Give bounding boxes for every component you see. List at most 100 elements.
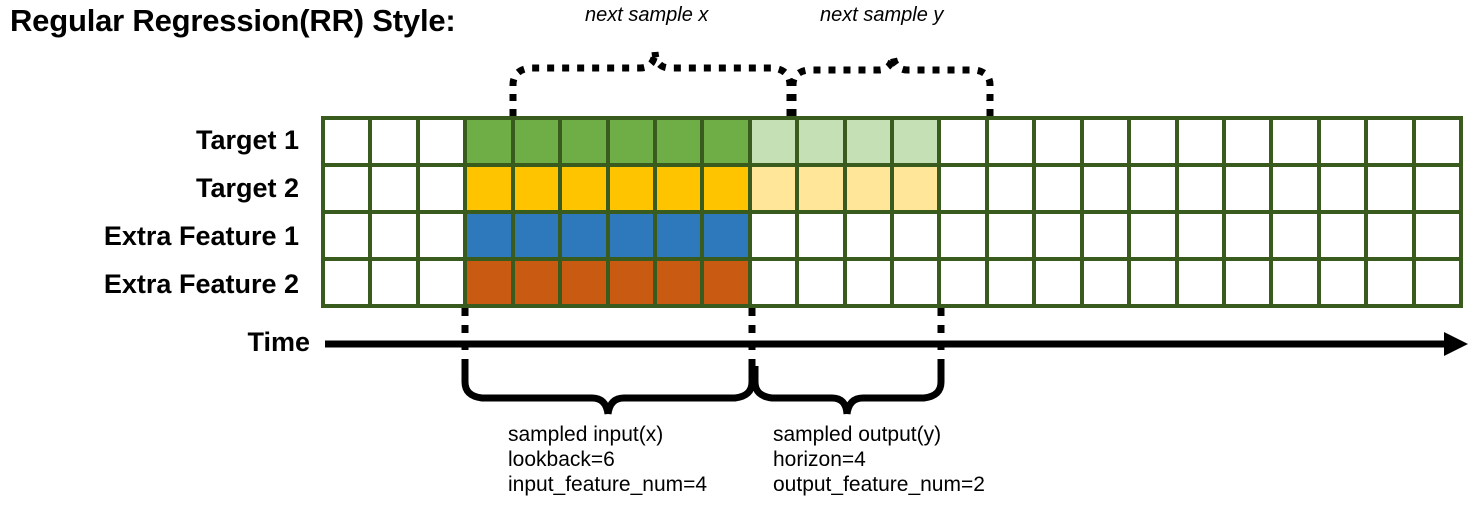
caption-output-line-3: output_feature_num=2 [773, 473, 985, 496]
grid-cell-extra-feature-1-col-21 [1320, 214, 1365, 257]
grid-cell-extra-feature-1-col-2 [419, 214, 464, 257]
grid-cell-extra-feature-1-col-18 [1178, 214, 1222, 257]
grid-cell-target-2-col-9 [751, 167, 796, 210]
grid-cell-extra-feature-1-col-9 [751, 214, 796, 257]
grid-cell-extra-feature-2-col-20 [1273, 261, 1317, 304]
caption-sampled-input: sampled input(x) lookback=6 input_featur… [508, 422, 707, 497]
grid-cell-target-2-col-22 [1368, 167, 1412, 210]
grid-cell-target-1-col-20 [1273, 120, 1317, 163]
grid-cell-target-1-col-22 [1368, 120, 1412, 163]
grid-cell-target-1-col-19 [1225, 120, 1270, 163]
row-label-extra-feature-1: Extra Feature 1 [103, 221, 299, 251]
grid-cell-target-2-col-17 [1131, 167, 1175, 210]
grid-cell-extra-feature-2-col-4 [514, 261, 559, 304]
grid-cell-extra-feature-2-col-5 [562, 261, 606, 304]
grid-cell-extra-feature-2-col-6 [609, 261, 653, 304]
grid-cell-target-1-col-9 [751, 120, 796, 163]
grid-cell-target-2-col-16 [1083, 167, 1128, 210]
grid-cell-extra-feature-2-col-16 [1083, 261, 1128, 304]
grid-cell-extra-feature-1-col-23 [1415, 214, 1459, 257]
grid-cell-extra-feature-1-col-5 [562, 214, 606, 257]
grid-cell-extra-feature-2-col-17 [1131, 261, 1175, 304]
timeline-grid [321, 116, 1463, 308]
top-brace-output [789, 53, 994, 116]
grid-cell-extra-feature-1-col-15 [1036, 214, 1080, 257]
caption-input-line-2: lookback=6 [508, 448, 615, 471]
grid-cell-extra-feature-2-col-7 [656, 261, 701, 304]
grid-cell-target-2-col-4 [514, 167, 559, 210]
caption-input-line-1: sampled input(x) [508, 423, 664, 446]
caption-sampled-output: sampled output(y) horizon=4 output_featu… [773, 422, 985, 497]
grid-cell-extra-feature-2-col-22 [1368, 261, 1412, 304]
grid-cell-target-1-col-3 [467, 120, 511, 163]
grid-cell-target-2-col-10 [799, 167, 843, 210]
grid-cell-target-1-col-15 [1036, 120, 1080, 163]
grid-cell-extra-feature-2-col-21 [1320, 261, 1365, 304]
grid-cell-extra-feature-2-col-2 [419, 261, 464, 304]
grid-cell-target-1-col-14 [988, 120, 1033, 163]
grid-cell-target-1-col-4 [514, 120, 559, 163]
grid-cell-extra-feature-1-col-10 [799, 214, 843, 257]
grid-cell-target-1-col-13 [941, 120, 985, 163]
grid-cell-extra-feature-1-col-14 [988, 214, 1033, 257]
grid-cell-target-1-col-7 [656, 120, 701, 163]
grid-cell-extra-feature-2-col-10 [799, 261, 843, 304]
grid-cell-extra-feature-2-col-0 [325, 261, 369, 304]
grid-cell-target-2-col-23 [1415, 167, 1459, 210]
grid-cell-extra-feature-2-col-11 [846, 261, 890, 304]
grid-cell-target-2-col-19 [1225, 167, 1270, 210]
grid-cell-target-2-col-6 [609, 167, 653, 210]
grid-cell-target-1-col-12 [894, 120, 938, 163]
grid-cell-extra-feature-1-col-11 [846, 214, 890, 257]
grid-cell-target-2-col-13 [941, 167, 985, 210]
bottom-brace-output [751, 366, 945, 415]
annotation-next-sample-y: next sample y [820, 4, 944, 26]
grid-cell-target-1-col-5 [562, 120, 606, 163]
row-label-target-1: Target 1 [195, 125, 299, 155]
grid-cell-target-2-col-0 [325, 167, 369, 210]
page-title: Regular Regression(RR) Style: [10, 3, 456, 38]
grid-cell-extra-feature-1-col-19 [1225, 214, 1270, 257]
grid-cell-extra-feature-1-col-0 [325, 214, 369, 257]
row-label-target-2: Target 2 [195, 173, 299, 203]
grid-cell-target-1-col-16 [1083, 120, 1128, 163]
bottom-brace-input [461, 366, 756, 415]
top-brace-input [509, 51, 794, 116]
grid-cell-extra-feature-1-col-16 [1083, 214, 1128, 257]
grid-cell-target-2-col-20 [1273, 167, 1317, 210]
grid-cell-target-2-col-18 [1178, 167, 1222, 210]
caption-output-line-2: horizon=4 [773, 448, 866, 471]
grid-cell-target-2-col-12 [894, 167, 938, 210]
grid-cell-target-2-col-8 [704, 167, 748, 210]
grid-cell-target-2-col-2 [419, 167, 464, 210]
annotation-next-sample-x: next sample x [585, 4, 709, 26]
grid-cell-target-1-col-0 [325, 120, 369, 163]
grid-cell-extra-feature-1-col-3 [467, 214, 511, 257]
grid-cell-target-2-col-14 [988, 167, 1033, 210]
grid-cell-extra-feature-2-col-13 [941, 261, 985, 304]
time-axis-arrow [325, 332, 1468, 356]
grid-cell-extra-feature-2-col-12 [894, 261, 938, 304]
grid-cell-extra-feature-1-col-8 [704, 214, 748, 257]
grid-cell-extra-feature-1-col-22 [1368, 214, 1412, 257]
grid-cell-extra-feature-1-col-12 [894, 214, 938, 257]
grid-cell-target-1-col-8 [704, 120, 748, 163]
row-label-extra-feature-2: Extra Feature 2 [103, 269, 299, 299]
grid-cell-target-1-col-23 [1415, 120, 1459, 163]
grid-cell-extra-feature-1-col-6 [609, 214, 653, 257]
grid-cell-target-1-col-18 [1178, 120, 1222, 163]
caption-output-line-1: sampled output(y) [773, 423, 942, 446]
grid-cell-extra-feature-2-col-18 [1178, 261, 1222, 304]
grid-cell-target-1-col-21 [1320, 120, 1365, 163]
grid-cell-extra-feature-2-col-9 [751, 261, 796, 304]
grid-cell-target-2-col-21 [1320, 167, 1365, 210]
grid-cell-extra-feature-2-col-15 [1036, 261, 1080, 304]
grid-cell-target-1-col-2 [419, 120, 464, 163]
grid-cell-extra-feature-2-col-19 [1225, 261, 1270, 304]
grid-cell-target-2-col-1 [372, 167, 416, 210]
grid-cell-extra-feature-1-col-17 [1131, 214, 1175, 257]
grid-cell-extra-feature-2-col-14 [988, 261, 1033, 304]
grid-cell-extra-feature-1-col-4 [514, 214, 559, 257]
grid-cell-extra-feature-1-col-7 [656, 214, 701, 257]
grid-cell-extra-feature-1-col-1 [372, 214, 416, 257]
